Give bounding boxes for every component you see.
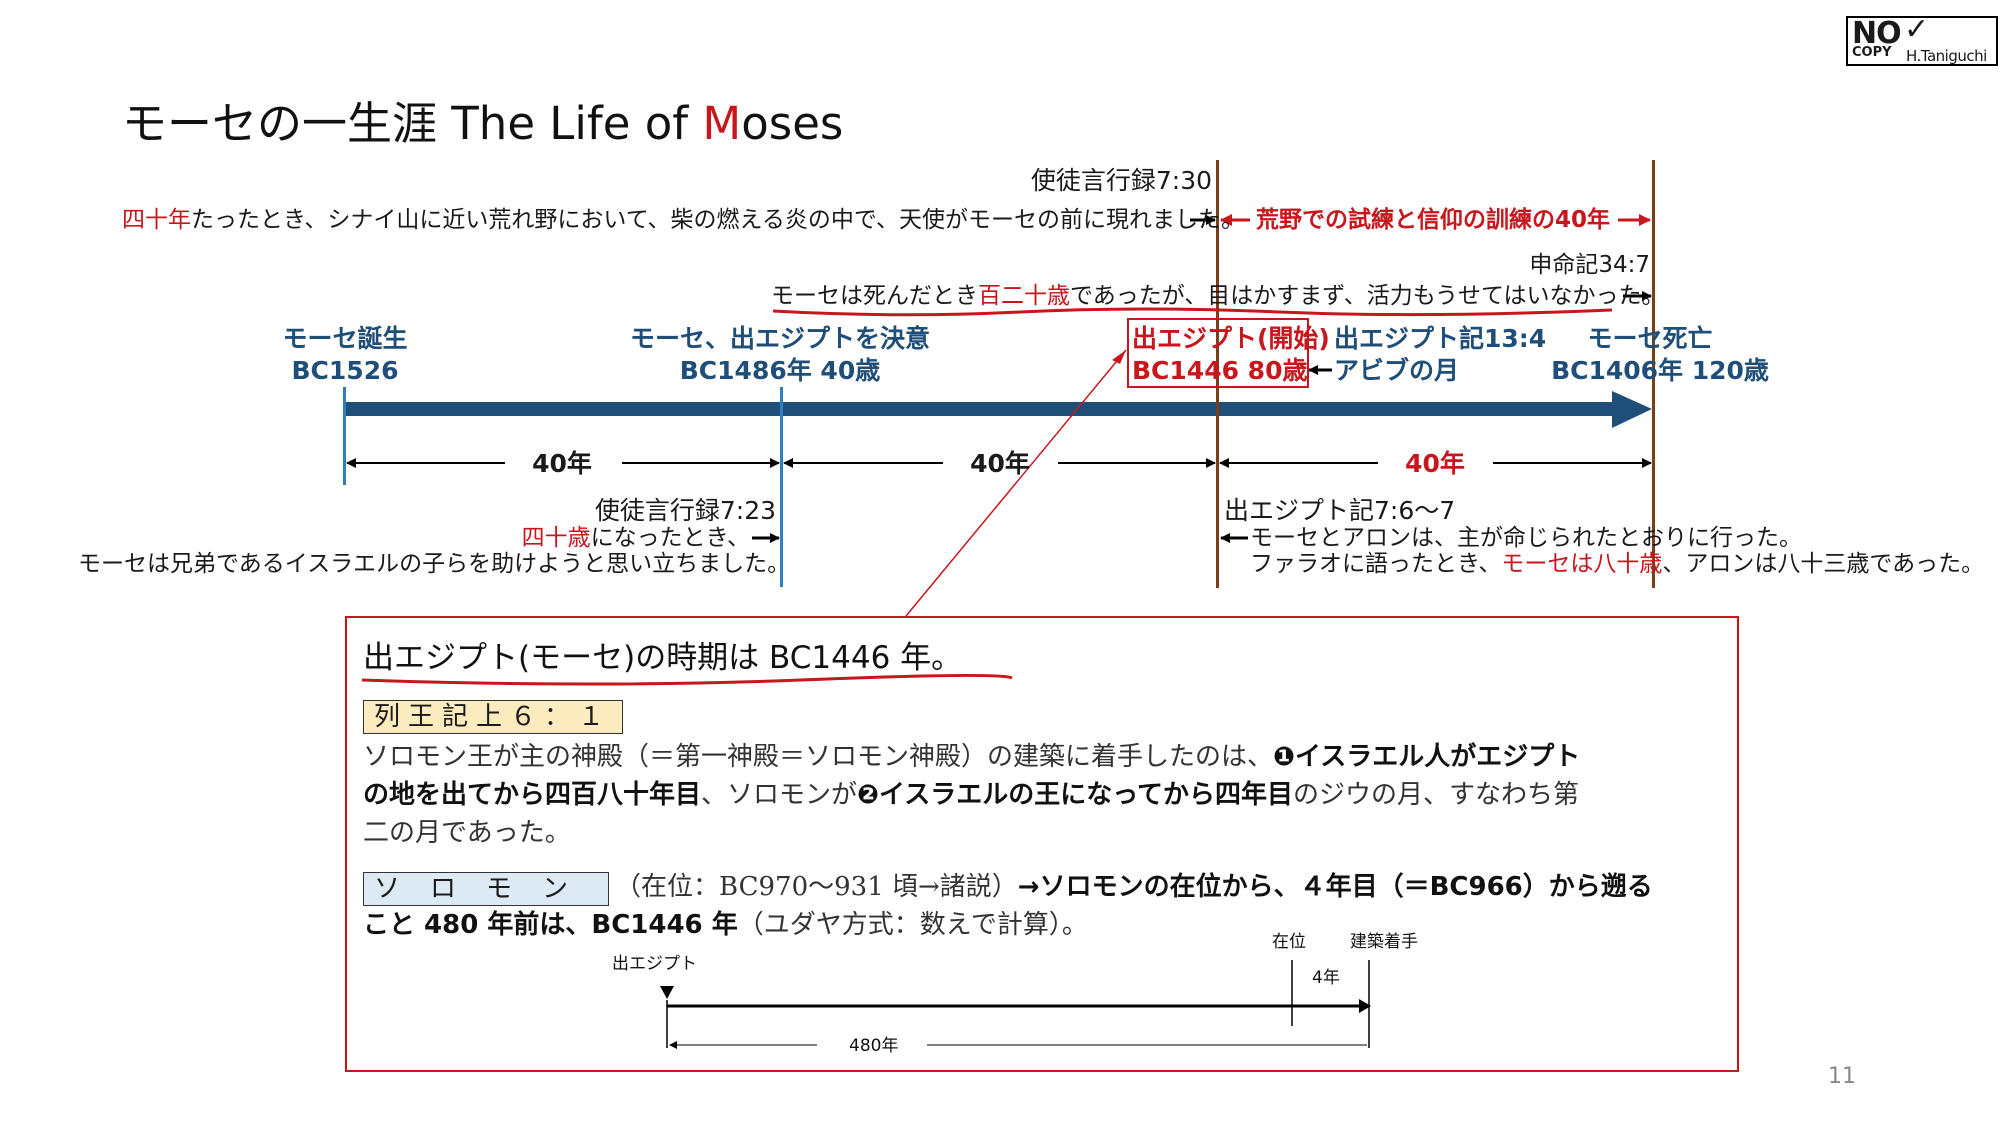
birth-year: BC1526 bbox=[291, 356, 399, 385]
acts723-body: になったとき、 bbox=[590, 525, 750, 551]
exodus-label: 出エジプト(開始) bbox=[1132, 324, 1330, 353]
exodus-highlight-box bbox=[1127, 318, 1309, 388]
decide-label: モーセ、出エジプトを決意 bbox=[629, 324, 930, 353]
ex134-text: アビブの月 bbox=[1334, 356, 1460, 385]
death-label: モーセ死亡 bbox=[1587, 324, 1713, 353]
p1-a: ソロモン王が主の神殿（＝第一神殿＝ソロモン神殿）の建築に着手したのは、 bbox=[363, 742, 1274, 772]
deut-b: であったが、目はかすまず、活力もうせてはいなかった。 bbox=[1070, 283, 1665, 309]
panel-p1-line1: ソロモン王が主の神殿（＝第一神殿＝ソロモン神殿）の建築に着手したのは、❶イスラエ… bbox=[363, 738, 1580, 776]
panel-p2-line1: （在位：BC970〜931 頃→諸説）→ソロモンの在位から、４年目（＝BC966… bbox=[615, 868, 1653, 906]
wilderness-label: 荒野での試練と信仰の訓練の40年 bbox=[1256, 207, 1611, 233]
ex134-ref: 出エジプト記13:4 bbox=[1334, 324, 1547, 353]
check-icon: ✓ bbox=[1904, 12, 1930, 47]
acts723-red: 四十歳 bbox=[521, 525, 591, 551]
span3-label: 40年 bbox=[1405, 449, 1465, 478]
p2-d: （ユダヤ方式：数えで計算）。 bbox=[737, 910, 1088, 940]
marker-death bbox=[1652, 160, 1655, 588]
logo-no: NO bbox=[1852, 16, 1902, 51]
acts730-body: たったとき、シナイ山に近い荒れ野において、柴の燃える炎の中で、天使がモーセの前に… bbox=[191, 207, 1244, 233]
ex76-line2a: ファラオに語ったとき、 bbox=[1250, 551, 1502, 577]
p1-b: ❶イスラエル人がエジプト bbox=[1273, 742, 1581, 772]
mini-label-exodus: 出エジプト bbox=[612, 954, 697, 974]
panel-p2-line2: こと 480 年前は、BC1446 年（ユダヤ方式：数えで計算）。 bbox=[363, 906, 1088, 944]
main-timeline-bar bbox=[343, 402, 1618, 416]
p2-c: こと 480 年前は、BC1446 年 bbox=[363, 910, 738, 940]
span1-label: 40年 bbox=[532, 449, 592, 478]
death-year: BC1406年 120歳 bbox=[1551, 356, 1769, 385]
mini-label-480: 480年 bbox=[849, 1036, 899, 1056]
acts723-text: 四十歳になったとき、 bbox=[450, 524, 750, 552]
page-number: 11 bbox=[1828, 1064, 1856, 1089]
mini-timeline bbox=[660, 960, 1371, 1049]
p2-b: →ソロモンの在位から、４年目（＝BC966）から遡る bbox=[1017, 872, 1653, 902]
p1-c: の地を出てから四百八十年目 bbox=[363, 780, 702, 810]
ex76-line2b: 、アロンは八十三歳であった。 bbox=[1662, 551, 1985, 577]
exodus-date-panel: 出エジプト(モーセ)の時期は BC1446 年。 列王記上６：１ ソロモン王が主… bbox=[345, 616, 1739, 1072]
p1-e: ❷イスラエルの王になってから四年目 bbox=[857, 780, 1293, 810]
p1-d: 、ソロモンが bbox=[701, 780, 858, 810]
kings-ref-label: 列王記上６：１ bbox=[363, 700, 624, 734]
connector-line bbox=[905, 349, 1127, 617]
panel-heading: 出エジプト(モーセ)の時期は BC1446 年。 bbox=[363, 640, 963, 676]
marker-decide bbox=[780, 387, 783, 587]
solomon-ref-label: ソロモン bbox=[363, 872, 610, 906]
mini-label-build: 建築着手 bbox=[1350, 932, 1418, 952]
mini-480-left-head bbox=[669, 1041, 677, 1049]
deut-text: モーセは死んだとき百二十歳であったが、目はかすまず、活力もうせてはいなかった。 bbox=[771, 282, 1665, 310]
acts730-red: 四十年 bbox=[122, 207, 191, 233]
page-title: モーセの一生涯 The Life of Moses bbox=[122, 96, 843, 152]
mini-arrowhead bbox=[1359, 999, 1371, 1013]
panel-heading-underline bbox=[361, 673, 1013, 686]
mini-label-4: 4年 bbox=[1312, 968, 1340, 988]
title-highlight: M bbox=[702, 97, 742, 150]
span2-label: 40年 bbox=[970, 449, 1030, 478]
acts723-ref: 使徒言行録7:23 bbox=[594, 496, 776, 525]
marker-exodus bbox=[1216, 160, 1219, 588]
panel-p1-line3: 二の月であった。 bbox=[363, 818, 571, 848]
acts723-line2: モーセは兄弟であるイスラエルの子らを助けようと思い立ちました。 bbox=[78, 551, 791, 577]
deut-underline bbox=[772, 307, 1613, 317]
connector-head bbox=[1112, 350, 1126, 364]
ex76-line1: モーセとアロンは、主が命じられたとおりに行った。 bbox=[1250, 525, 1802, 551]
deut-red: 百二十歳 bbox=[978, 283, 1070, 309]
ex76-line2red: モーセは八十歳 bbox=[1501, 551, 1663, 577]
p2-a: （在位：BC970〜931 頃→諸説） bbox=[615, 872, 1018, 902]
marker-birth bbox=[343, 387, 346, 485]
panel-p1-line2: の地を出てから四百八十年目、ソロモンが❷イスラエルの王になってから四年目のジウの… bbox=[363, 776, 1579, 814]
logo-author: H.Taniguchi bbox=[1906, 47, 1987, 65]
logo-copy: COPY bbox=[1852, 45, 1892, 60]
acts730-ref: 使徒言行録7:30 bbox=[1030, 166, 1212, 195]
acts730-text: 四十年たったとき、シナイ山に近い荒れ野において、柴の燃える炎の中で、天使がモーセ… bbox=[122, 206, 1244, 234]
decide-year: BC1486年 40歳 bbox=[679, 356, 881, 385]
title-prefix: モーセの一生涯 The Life of bbox=[122, 97, 703, 150]
timeline-arrowhead bbox=[1612, 391, 1652, 428]
deut-a: モーセは死んだとき bbox=[771, 283, 978, 309]
deut-ref: 申命記34:7 bbox=[1529, 252, 1650, 278]
p1-f: のジウの月、すなわち第 bbox=[1292, 780, 1579, 810]
exodus-marker-triangle bbox=[660, 986, 674, 999]
mini-label-reign: 在位 bbox=[1272, 932, 1306, 952]
ex76-line2: ファラオに語ったとき、モーセは八十歳、アロンは八十三歳であった。 bbox=[1250, 550, 1984, 578]
no-copy-logo: NO ✓ COPY H.Taniguchi bbox=[1846, 12, 1998, 66]
title-suffix: oses bbox=[741, 97, 844, 150]
exodus-year: BC1446 80歳 bbox=[1132, 356, 1308, 385]
ex76-ref: 出エジプト記7:6～7 bbox=[1224, 496, 1456, 525]
birth-label: モーセ誕生 bbox=[282, 324, 408, 353]
